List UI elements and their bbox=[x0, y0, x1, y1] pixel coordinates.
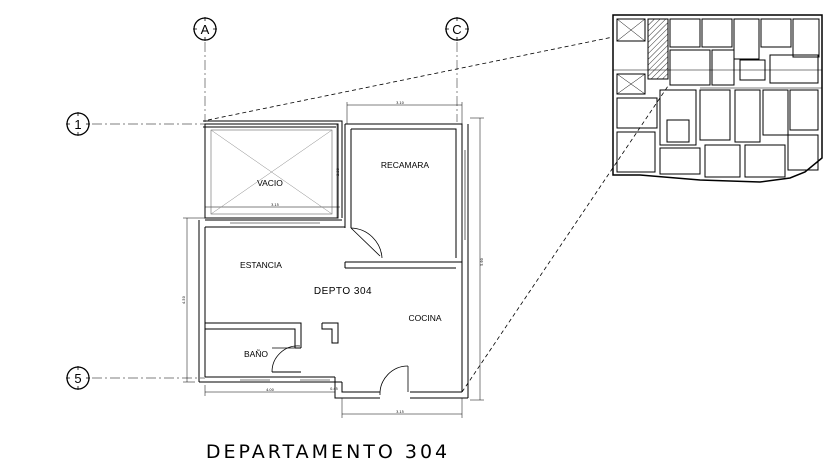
walls bbox=[198, 120, 469, 399]
grid-lines bbox=[92, 42, 458, 379]
dimension-bottom-left: 4.00 bbox=[266, 388, 274, 392]
window-marks bbox=[230, 150, 466, 381]
grid-label-c: C bbox=[452, 22, 461, 37]
drawing-caption: DEPARTAMENTO 304 bbox=[206, 441, 450, 463]
dimension-left-side: 4.50 bbox=[182, 296, 186, 304]
dimension-right-side: 5.90 bbox=[480, 258, 484, 266]
grid-label-a: A bbox=[201, 22, 210, 37]
door-entry bbox=[379, 365, 409, 396]
door-bano bbox=[271, 345, 301, 373]
grid-bubble-5: 5 bbox=[66, 366, 90, 390]
grid-label-1: 1 bbox=[74, 117, 81, 132]
dimension-vacio-bottom: 3.15 bbox=[271, 203, 279, 207]
grid-bubble-c: C bbox=[445, 17, 469, 41]
room-label-estancia: ESTANCIA bbox=[240, 260, 282, 270]
dimension-bottom-small: 0.45 bbox=[330, 387, 338, 391]
room-label-recamara: RECAMARA bbox=[381, 160, 430, 170]
room-label-vacio: VACIO bbox=[257, 178, 283, 188]
callout-lines bbox=[207, 36, 669, 393]
grid-label-5: 5 bbox=[74, 371, 81, 386]
dimension-lines bbox=[183, 102, 484, 418]
dimension-top-right: 3.10 bbox=[396, 101, 404, 105]
room-label-depto: DEPTO 304 bbox=[314, 286, 372, 297]
room-label-cocina: COCINA bbox=[408, 313, 441, 323]
room-label-bano: BAÑO bbox=[244, 349, 268, 359]
dimension-bottom-right: 3.15 bbox=[396, 410, 404, 414]
key-plan bbox=[612, 14, 823, 183]
grid-bubble-1: 1 bbox=[66, 112, 90, 136]
door-recamara bbox=[350, 227, 383, 259]
grid-bubble-a: A bbox=[193, 17, 217, 41]
vacio-void bbox=[204, 123, 339, 219]
